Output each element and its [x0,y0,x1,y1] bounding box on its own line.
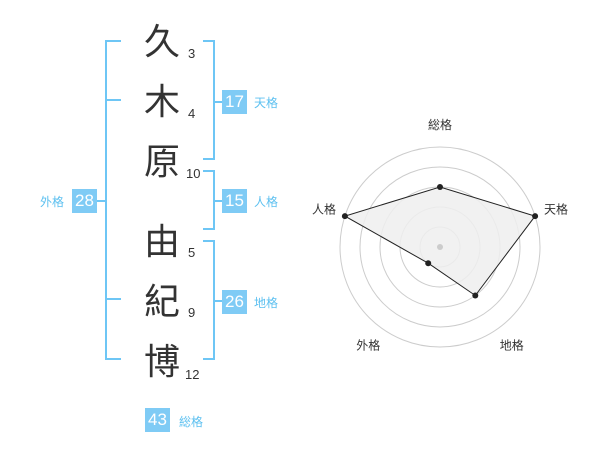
name-char-4: 由 [143,222,180,263]
radar-data-polygon [343,186,536,297]
radar-center-dot [437,244,443,250]
name-char-2: 木 [143,82,180,123]
tenkaku-bracket-line [213,40,215,160]
name-char-1: 久 [143,22,180,63]
outer-bracket-connector [97,200,107,202]
stroke-count-3: 10 [186,166,201,181]
jinkaku-bracket-top [203,170,215,172]
radar-point-2 [472,292,479,299]
jinkaku-label: 人格 [254,195,279,209]
stroke-count-2: 4 [188,106,196,121]
radar-point-1 [532,213,539,220]
chikaku-bracket-top [203,240,215,242]
name-char-6: 博 [143,342,180,383]
radar-point-3 [425,260,432,267]
radar-axis-label-2: 地格 [500,338,524,353]
outer-bracket-bottom [105,358,121,360]
chikaku-bracket-bottom [203,358,215,360]
gaikaku-value-badge: 28 [72,189,97,213]
stroke-count-4: 5 [188,245,196,260]
tenkaku-label: 天格 [254,96,279,110]
chikaku-value-badge: 26 [222,290,247,314]
radar-axis-label-4: 人格 [312,201,336,216]
name-char-5: 紀 [143,282,180,323]
outer-bracket-top [105,40,121,42]
tenkaku-bracket-top [203,40,215,42]
radar-point-4 [341,213,348,220]
jinkaku-bracket-bottom [203,228,215,230]
radar-axis-label-0: 総格 [428,117,452,132]
radar-axis-label-3: 外格 [356,338,380,353]
soukaku-label: 総格 [179,415,204,429]
radar-ring-4 [359,166,521,328]
stroke-count-5: 9 [188,305,196,320]
outer-bracket-tick-2 [105,298,121,300]
jinkaku-value-badge: 15 [222,189,247,213]
radar-axis-label-1: 天格 [544,201,568,216]
chikaku-bracket-connector [213,300,223,302]
radar-ring-5 [339,146,541,348]
radar-point-0 [437,184,443,190]
tenkaku-bracket-connector [213,101,223,103]
gaikaku-label: 外格 [40,195,65,209]
tenkaku-bracket-bottom [203,158,215,160]
stroke-count-1: 3 [188,46,196,61]
stroke-count-6: 12 [185,367,200,382]
outer-bracket-tick-1 [105,99,121,101]
chikaku-label: 地格 [254,296,279,310]
soukaku-value-badge: 43 [145,408,170,432]
jinkaku-bracket-connector [213,200,223,202]
tenkaku-value-badge: 17 [222,90,247,114]
name-char-3: 原 [143,142,180,183]
